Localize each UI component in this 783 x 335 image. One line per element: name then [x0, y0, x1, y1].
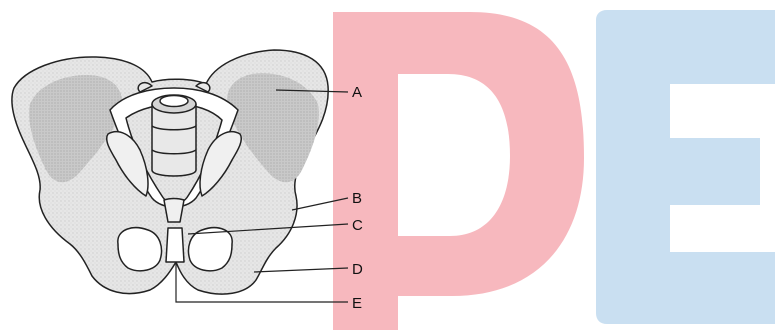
pubic-symphysis — [166, 228, 184, 262]
label-d: D — [352, 261, 363, 278]
pelvis-illustration — [12, 50, 328, 294]
label-c: C — [352, 217, 363, 234]
label-e: E — [352, 295, 362, 312]
coccyx — [164, 199, 184, 223]
label-b: B — [352, 190, 362, 207]
watermark-letter-e — [596, 10, 775, 324]
watermark-letter-p — [333, 12, 584, 330]
label-a: A — [352, 84, 362, 101]
left-obturator-foramen — [118, 228, 162, 271]
